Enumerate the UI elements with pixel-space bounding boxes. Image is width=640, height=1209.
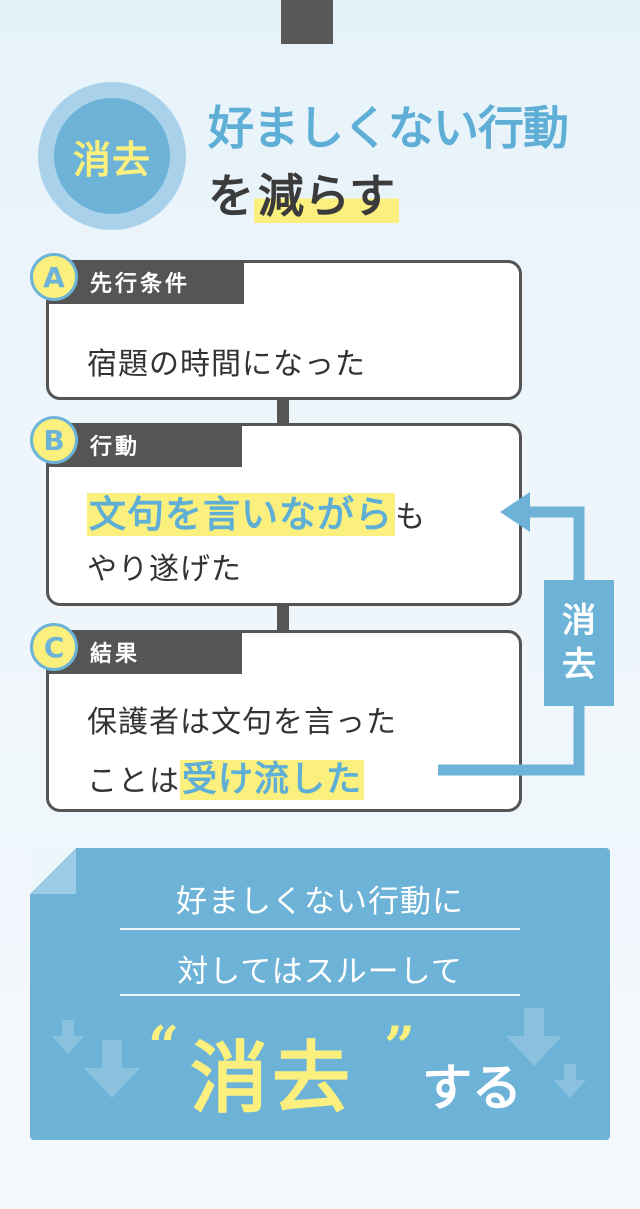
step-a-text: 宿題の時間になった xyxy=(87,347,366,382)
step-a-letter: A xyxy=(30,253,78,301)
step-c-letter: C xyxy=(30,623,78,671)
side-shoukyo-label: 消 去 xyxy=(544,580,614,706)
badge-label: 消去 xyxy=(54,98,170,214)
step-c-line1: 保護者は文句を言った xyxy=(87,705,397,740)
step-a-box: 先行条件 宿題の時間になった xyxy=(46,260,522,400)
deco-down-arrow-icon xyxy=(84,1040,140,1098)
deco-down-arrow-icon xyxy=(52,1020,84,1054)
headline-prefix: を xyxy=(208,169,254,223)
step-b-line2: やり遂げた xyxy=(87,552,242,587)
headline-line1: 好ましくない行動 xyxy=(208,101,569,155)
step-c-box: 結果 保護者は文句を言った ことは受け流した xyxy=(46,630,522,812)
step-c-highlight: 受け流した xyxy=(180,760,365,800)
summary-panel: 好ましくない行動に 対してはスルーして “ 消去 ” する xyxy=(30,848,610,1140)
plus-connector-bar xyxy=(281,0,333,44)
summary-rule2 xyxy=(120,994,520,996)
headline-line2: を減らす xyxy=(208,160,400,226)
side-label-char2: 去 xyxy=(562,645,596,685)
summary-line2: 対してはスルーして xyxy=(177,954,463,990)
step-b-line1-rest: も xyxy=(395,500,426,535)
page-fold-corner xyxy=(30,848,76,894)
summary-rule1 xyxy=(120,928,520,930)
summary-suffix: する xyxy=(422,1059,522,1117)
deco-down-arrow-icon xyxy=(506,1008,562,1066)
step-a-tab: 先行条件 xyxy=(46,260,244,304)
step-c-tab: 結果 xyxy=(46,630,242,674)
step-b-letter: B xyxy=(30,416,78,464)
step-b-line1: 文句を言いながらも xyxy=(87,484,426,538)
headline-highlight: 減らす xyxy=(254,169,400,223)
deco-down-arrow-icon xyxy=(554,1064,586,1098)
close-quote: ” xyxy=(384,1014,416,1078)
step-b-box: 行動 文句を言いながらも やり遂げた xyxy=(46,423,522,606)
step-c-line2: ことは受け流した xyxy=(87,751,365,802)
step-c-line2-prefix: ことは xyxy=(87,764,180,799)
step-b-highlight: 文句を言いながら xyxy=(87,493,395,536)
summary-line1: 好ましくない行動に xyxy=(176,884,464,920)
open-quote: “ xyxy=(148,1014,180,1078)
step-b-tab: 行動 xyxy=(46,423,242,467)
shoukyo-badge: 消去 xyxy=(38,82,186,230)
summary-big-word: 消去 xyxy=(190,1034,355,1124)
side-label-char1: 消 xyxy=(562,600,596,641)
